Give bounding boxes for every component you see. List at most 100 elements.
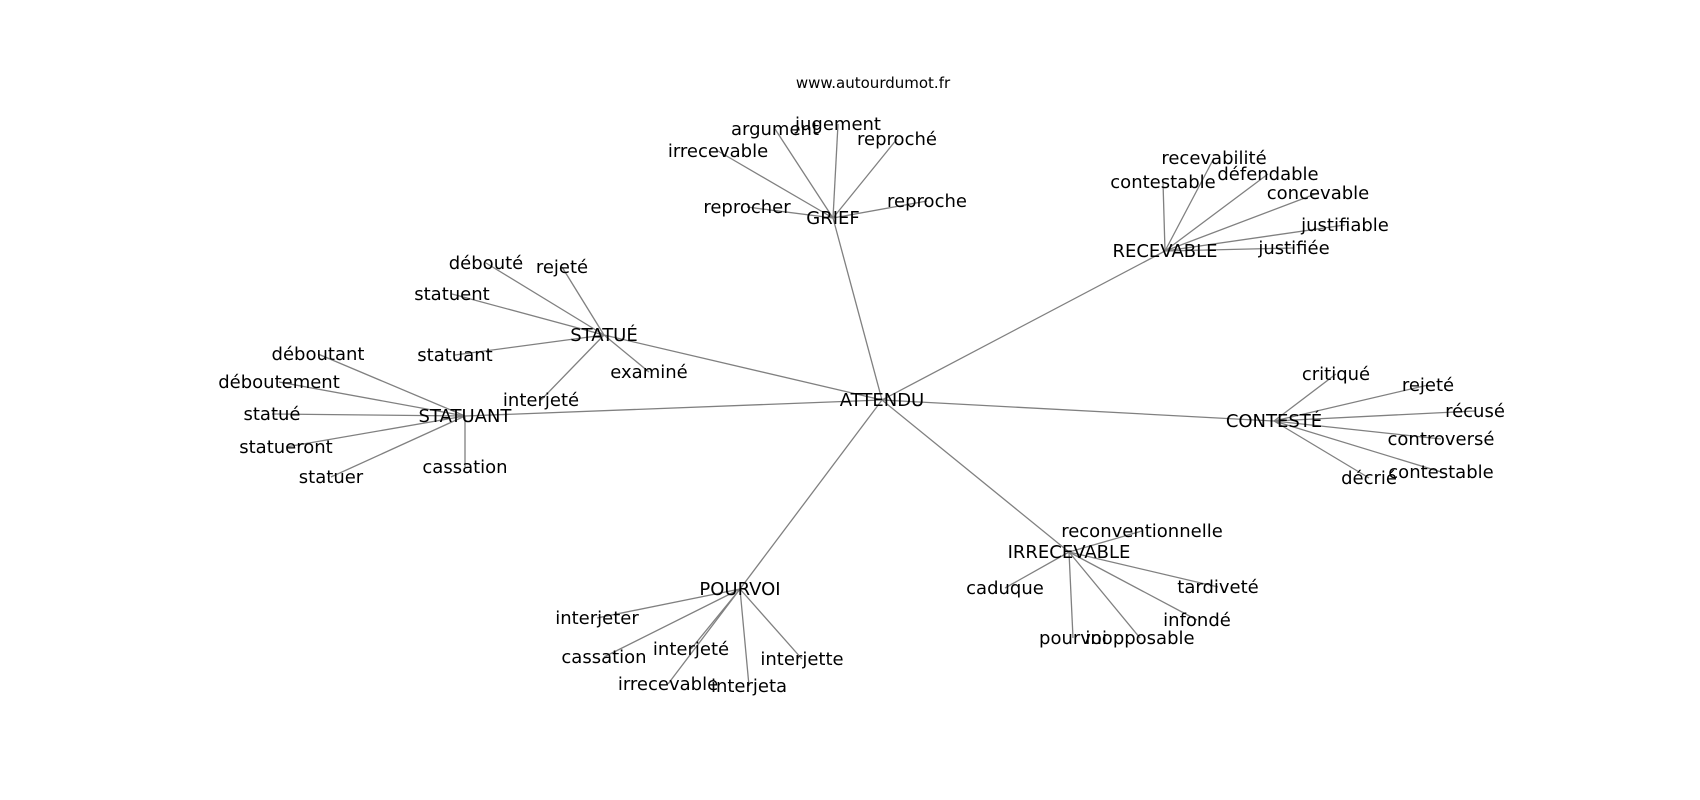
edge-hub-to-leaf — [603, 334, 650, 373]
edge-hub-to-leaf — [739, 588, 803, 660]
leaf-node[interactable]: déboutement — [218, 372, 340, 393]
hub-node[interactable]: POURVOI — [699, 579, 780, 600]
leaf-node[interactable]: controversé — [1388, 429, 1495, 450]
leaf-node[interactable]: inopposable — [1085, 628, 1194, 649]
edge-hub-to-leaf — [271, 413, 466, 417]
edge-hub-to-leaf — [596, 588, 741, 619]
edge-hub-to-leaf — [603, 588, 741, 658]
leaf-node[interactable]: statuent — [414, 284, 489, 305]
leaf-node[interactable]: interjeter — [555, 608, 639, 629]
leaf-node[interactable]: pourvoi — [1039, 628, 1107, 649]
edge-hub-to-leaf — [540, 334, 605, 401]
edge-center-to-hub — [881, 399, 1070, 553]
leaf-node[interactable]: cassation — [561, 647, 646, 668]
leaf-node[interactable]: caduque — [966, 578, 1044, 599]
leaf-node[interactable]: contestable — [1110, 172, 1215, 193]
edge-hub-to-leaf — [1273, 373, 1337, 422]
edge-hub-to-leaf — [1273, 410, 1476, 422]
edge-hub-to-leaf — [832, 123, 839, 219]
leaf-node[interactable]: irrecevable — [618, 674, 718, 695]
leaf-node[interactable]: statueront — [239, 437, 333, 458]
hub-node[interactable]: STATUÉ — [570, 324, 637, 346]
hub-node[interactable]: GRIEF — [806, 208, 860, 229]
leaf-node[interactable]: justifiable — [1300, 215, 1389, 236]
edge-hub-to-leaf — [1273, 420, 1442, 473]
edge-hub-to-leaf — [485, 262, 605, 336]
leaf-node[interactable]: statuant — [417, 345, 492, 366]
edge-hub-to-leaf — [278, 381, 466, 417]
leaf-node[interactable]: interjeté — [503, 390, 579, 411]
leaf-node[interactable]: cassation — [422, 457, 507, 478]
leaf-node[interactable]: reproché — [857, 129, 937, 150]
edge-hub-to-leaf — [1068, 551, 1141, 639]
edge-hub-to-leaf — [717, 150, 834, 219]
leaf-node[interactable]: irrecevable — [668, 141, 768, 162]
edge-hub-to-leaf — [1164, 157, 1215, 252]
leaf-node[interactable]: justifiée — [1257, 238, 1329, 259]
leaf-node[interactable]: infondé — [1163, 610, 1231, 631]
leaf-node[interactable]: reprocher — [703, 197, 791, 218]
leaf-node[interactable]: concevable — [1267, 183, 1369, 204]
edge-hub-to-leaf — [330, 415, 466, 478]
leaf-node[interactable]: jugement — [794, 114, 881, 135]
edge-center-to-hub — [464, 399, 883, 417]
edge-hub-to-leaf — [1162, 181, 1166, 252]
edge-hub-to-leaf — [1273, 420, 1442, 440]
hub-node[interactable]: RECEVABLE — [1112, 241, 1217, 262]
edge-hub-to-leaf — [454, 334, 605, 356]
source-watermark: www.autourdumot.fr — [796, 74, 951, 92]
edge-hub-to-leaf — [739, 588, 750, 687]
edge-hub-to-leaf — [1164, 247, 1295, 252]
leaf-node[interactable]: critiqué — [1302, 364, 1370, 385]
leaf-node[interactable]: défendable — [1217, 164, 1318, 185]
edge-hub-to-leaf — [561, 266, 605, 336]
leaf-node[interactable]: rejeté — [536, 257, 588, 278]
edge-hub-to-leaf — [1068, 551, 1219, 588]
edge-hub-to-leaf — [667, 588, 741, 685]
leaf-node[interactable]: contestable — [1388, 462, 1493, 483]
edge-center-to-hub — [881, 399, 1275, 422]
leaf-node[interactable]: interjette — [760, 649, 843, 670]
leaf-node[interactable]: rejeté — [1402, 375, 1454, 396]
hub-node[interactable]: CONTESTÉ — [1226, 410, 1322, 432]
edge-hub-to-leaf — [774, 128, 834, 219]
leaf-node[interactable]: interjeta — [711, 676, 787, 697]
edge-hub-to-leaf — [317, 353, 466, 417]
edge-hub-to-leaf — [746, 206, 834, 219]
center-node[interactable]: ATTENDU — [840, 390, 924, 411]
edge-center-to-hub — [832, 217, 883, 401]
edge-hub-to-leaf — [832, 200, 928, 219]
edge-center-to-hub — [881, 250, 1166, 401]
leaf-node[interactable]: reproche — [887, 191, 967, 212]
leaf-node[interactable]: statué — [243, 404, 300, 425]
edge-hub-to-leaf — [1068, 551, 1198, 621]
hub-node[interactable]: IRRECEVABLE — [1008, 542, 1131, 563]
leaf-node[interactable]: recevabilité — [1161, 148, 1266, 169]
edge-hub-to-leaf — [1164, 192, 1319, 252]
edge-hub-to-leaf — [1273, 384, 1429, 422]
leaf-node[interactable]: débouté — [449, 253, 523, 274]
leaf-node[interactable]: décrié — [1341, 468, 1397, 489]
edge-hub-to-leaf — [832, 138, 898, 219]
leaf-node[interactable]: interjeté — [653, 639, 729, 660]
leaf-node[interactable]: récusé — [1445, 401, 1505, 422]
labels-layer: www.autourdumot.fr ATTENDUGRIEFargumentj… — [218, 74, 1505, 697]
edges-layer — [271, 123, 1476, 687]
edge-hub-to-leaf — [1164, 173, 1269, 252]
hub-node[interactable]: STATUANT — [419, 406, 513, 427]
edge-hub-to-leaf — [1068, 551, 1074, 639]
leaf-node[interactable]: tardiveté — [1177, 577, 1258, 598]
leaf-node[interactable]: reconventionnelle — [1061, 521, 1223, 542]
leaf-node[interactable]: statuer — [299, 467, 364, 488]
edge-hub-to-leaf — [1164, 224, 1346, 252]
edge-hub-to-leaf — [1004, 551, 1070, 589]
leaf-node[interactable]: déboutant — [272, 344, 365, 365]
edge-center-to-hub — [739, 399, 883, 590]
edge-center-to-hub — [603, 334, 883, 401]
leaf-node[interactable]: examiné — [610, 362, 687, 383]
edge-hub-to-leaf — [285, 415, 466, 448]
leaf-node[interactable]: argument — [731, 119, 819, 140]
edge-hub-to-leaf — [451, 293, 605, 336]
